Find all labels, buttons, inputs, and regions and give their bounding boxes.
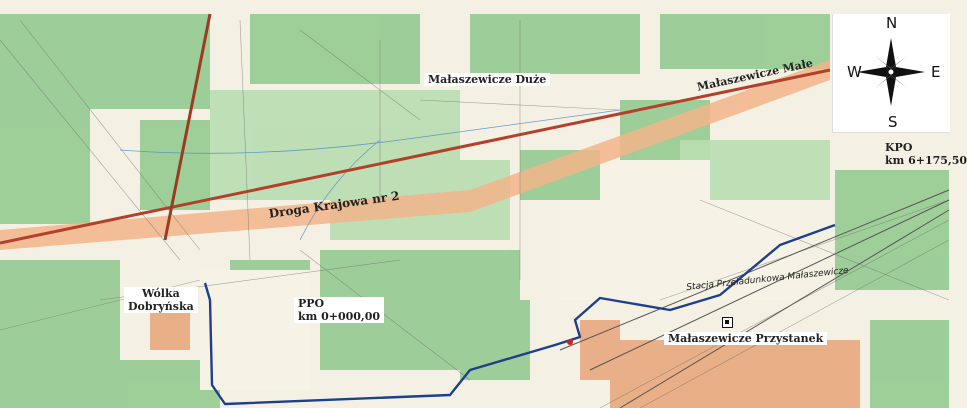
road-dk2 xyxy=(0,68,831,245)
compass-star-icon xyxy=(857,38,925,106)
label-wolka-dobrynska: Wólka Dobryńska xyxy=(124,287,198,313)
label-przystanek: Małaszewicze Przystanek xyxy=(664,332,828,345)
label-kpo-line1: KPO xyxy=(885,141,913,154)
compass-rose: N S W E xyxy=(832,14,950,133)
label-wolka-line2: Dobryńska xyxy=(128,300,194,313)
label-kpo-line2: km 6+175,50 xyxy=(885,154,967,167)
road-corridor xyxy=(0,60,830,250)
label-malaszewicze-duze: Małaszewicze Duże xyxy=(424,73,551,86)
urban-areas xyxy=(150,300,860,408)
compass-s: S xyxy=(888,113,898,131)
railway-station-icon xyxy=(722,317,733,328)
label-ppo-line2: km 0+000,00 xyxy=(298,310,381,323)
compass-n: N xyxy=(886,14,898,32)
label-wolka-line1: Wólka xyxy=(141,287,180,300)
label-ppo: PPO km 0+000,00 xyxy=(294,297,385,323)
compass-e: E xyxy=(931,63,941,81)
compass-w: W xyxy=(847,63,862,81)
road-secondary xyxy=(163,13,212,241)
label-kpo: KPO km 6+175,50 xyxy=(885,142,967,166)
route-marker xyxy=(567,339,573,345)
label-ppo-line1: PPO xyxy=(298,297,325,310)
